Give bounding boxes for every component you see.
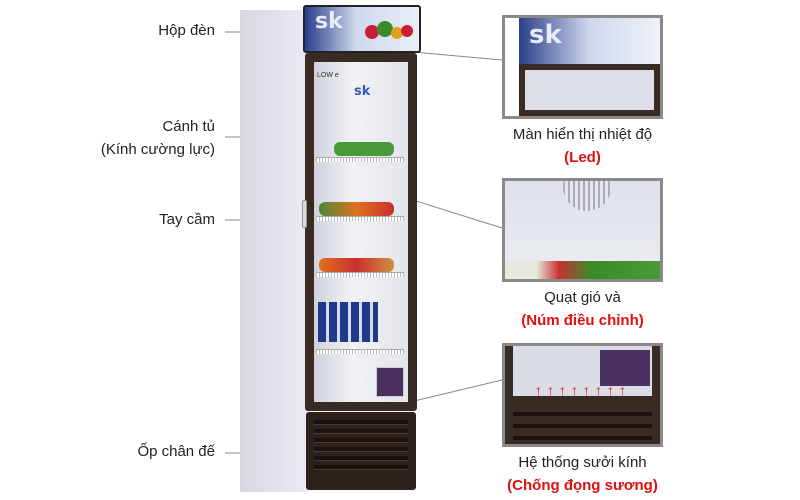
- brand-logo-inner: sk: [354, 84, 371, 99]
- leader-line-heater: [409, 379, 503, 403]
- fridge-base-cover: [306, 412, 416, 490]
- fridge-door: LOW e sk: [305, 53, 417, 411]
- caption-fan: Quạt gió và: [544, 289, 621, 306]
- door-glass: LOW e sk: [314, 62, 408, 402]
- door-handle: [302, 200, 307, 228]
- sticker: [376, 367, 404, 397]
- label-door: Cánh tủ: [162, 118, 215, 135]
- bottles: [318, 302, 378, 342]
- brand-logo: sk: [315, 9, 343, 34]
- label-door-sub: (Kính cường lực): [100, 141, 215, 158]
- fridge-side-panel: [240, 10, 308, 492]
- shelf: [316, 157, 404, 162]
- shelf: [316, 349, 404, 354]
- panel-display: sk: [502, 15, 663, 119]
- caption-display: Màn hiển thị nhiệt độ: [512, 126, 653, 143]
- caption-heater-sub: (Chống đọng sương): [507, 477, 658, 494]
- panel-heater: ↑↑↑↑↑↑↑↑: [502, 343, 663, 447]
- brand-logo-zoom: sk: [529, 20, 562, 50]
- label-base-cover: Ốp chân đế: [137, 443, 215, 460]
- shelf: [316, 216, 404, 221]
- panel-fan: [502, 178, 663, 282]
- caption-heater: Hệ thống sưởi kính: [518, 454, 647, 471]
- fan-grille: [563, 181, 611, 211]
- label-handle: Tay cầm: [159, 211, 215, 228]
- caption-fan-sub: (Núm điều chỉnh): [521, 312, 644, 329]
- label-light-box: Hộp đèn: [158, 22, 215, 39]
- heat-arrows-icon: ↑↑↑↑↑↑↑↑: [535, 382, 631, 398]
- caption-display-sub: (Led): [564, 149, 601, 166]
- shelf: [316, 272, 404, 277]
- fridge-light-box: sk: [303, 5, 421, 53]
- low-e-badge: LOW e: [317, 72, 339, 79]
